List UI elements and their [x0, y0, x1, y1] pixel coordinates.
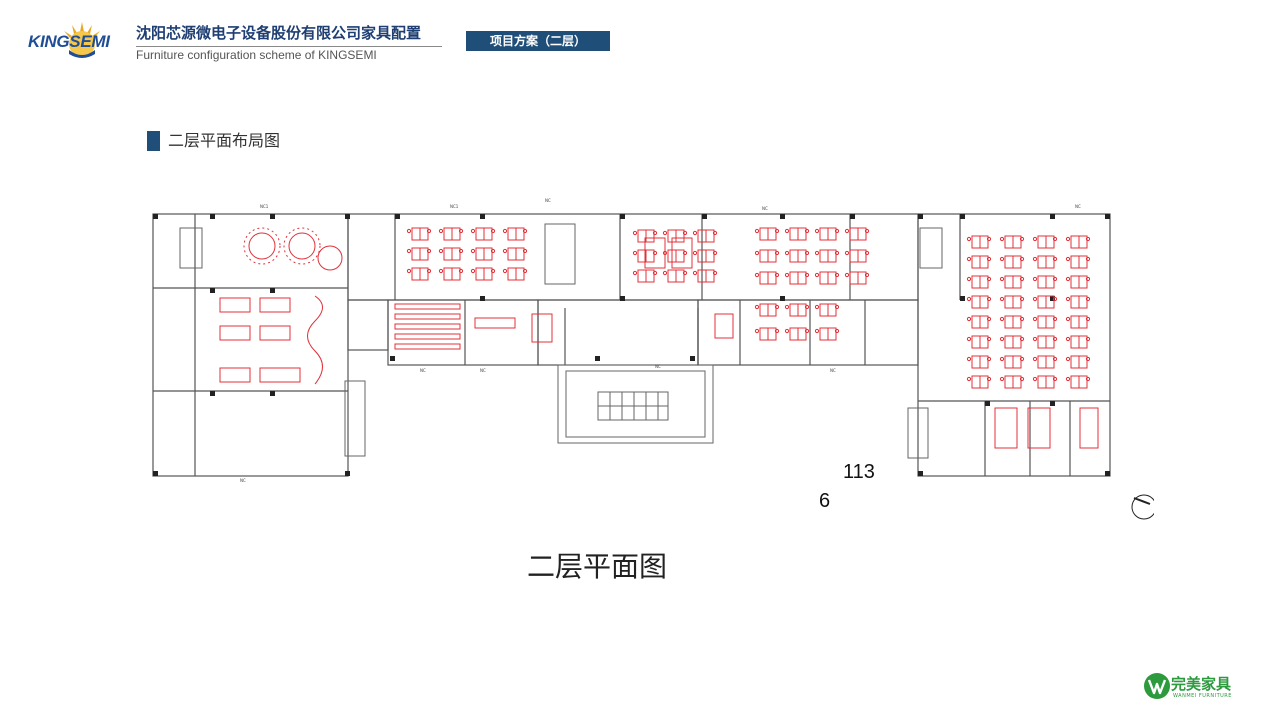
footer-brand: 完美家具 [1171, 675, 1232, 693]
svg-text:NC: NC [545, 198, 551, 203]
svg-text:NC1: NC1 [450, 204, 459, 209]
wanmei-logo: 完美家具 WANMEI FURNITURE [1143, 671, 1233, 703]
header-subtitle: Furniture configuration scheme of KINGSE… [136, 48, 377, 62]
svg-text:NC: NC [420, 368, 426, 373]
svg-text:NC: NC [830, 368, 836, 373]
svg-text:NC: NC [480, 368, 486, 373]
project-badge: 项目方案（二层） [466, 31, 610, 51]
svg-text:NC: NC [655, 364, 661, 369]
footer-brand-en: WANMEI FURNITURE [1173, 693, 1232, 699]
svg-text:NC1: NC1 [260, 204, 269, 209]
logo-wordmark: KINGSEMI [28, 32, 110, 51]
north-arrow-icon [1130, 492, 1157, 522]
section-marker [147, 131, 160, 151]
plan-caption: 二层平面图 [527, 550, 668, 583]
plan-number-large: 113 [843, 461, 875, 483]
header-title: 沈阳芯源微电子设备股份有限公司家具配置 [136, 22, 442, 47]
svg-text:NC: NC [240, 478, 246, 483]
section-title: 二层平面布局图 [168, 131, 281, 150]
plan-number-small: 6 [819, 490, 831, 512]
kingsemi-logo: KINGSEMI [28, 20, 136, 60]
svg-text:NC: NC [1075, 204, 1081, 209]
svg-text:NC: NC [762, 206, 768, 211]
